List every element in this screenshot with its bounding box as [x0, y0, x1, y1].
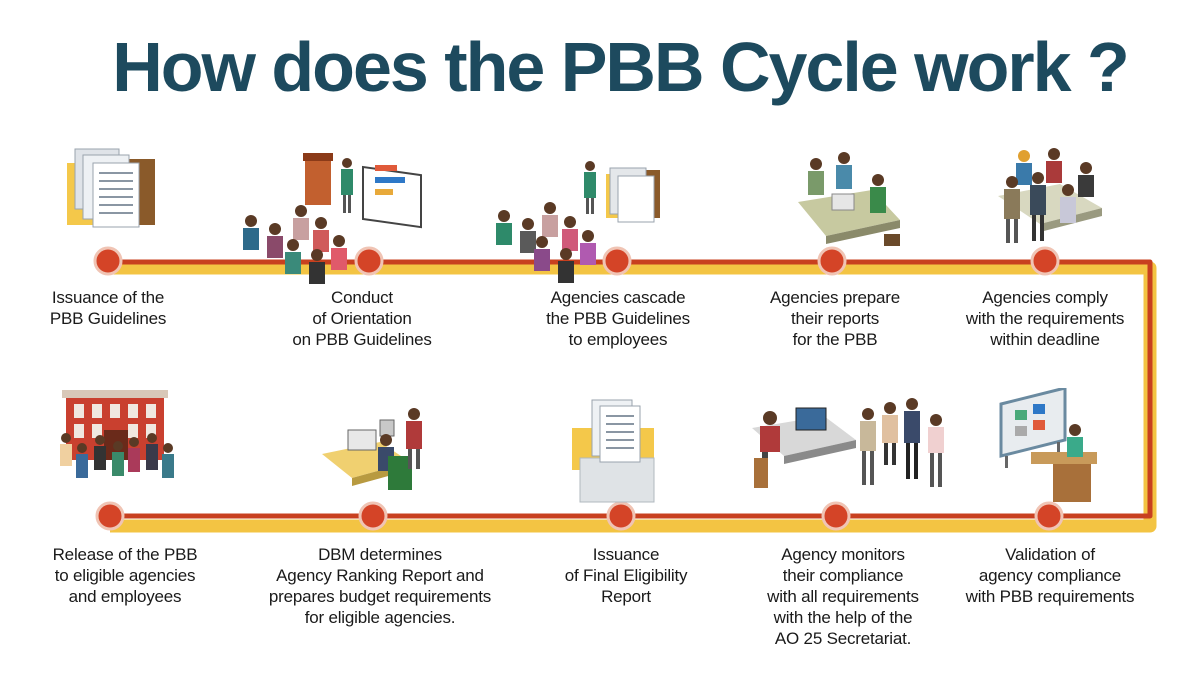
building-release-icon [60, 390, 174, 478]
step-label-monitor: Agency monitors their compliance with al… [767, 545, 919, 648]
timeline-node-3 [602, 246, 632, 276]
dbm-desk-icon [322, 408, 422, 490]
office-workers-icon [998, 148, 1102, 243]
folder-documents-icon [67, 148, 155, 228]
timeline-node-2 [354, 246, 384, 276]
timeline-node-10 [95, 501, 125, 531]
step-label-comply: Agencies comply with the requirements wi… [965, 288, 1125, 349]
timeline-node-8 [606, 501, 636, 531]
timeline-node-4 [817, 246, 847, 276]
step-label-issuance-guidelines: Issuance of the PBB Guidelines [49, 288, 167, 328]
step-label-prepare-reports: Agencies prepare their reports for the P… [769, 288, 901, 349]
timeline-node-6 [1034, 501, 1064, 531]
step-label-orientation: Conduct of Orientation on PBB Guidelines [292, 288, 432, 349]
monitoring-workstation-icon [752, 398, 944, 488]
step-label-final-report: Issuance of Final Eligibility Report [564, 545, 688, 606]
validation-board-icon [999, 388, 1097, 502]
page-title: How does the PBB Cycle work ? [112, 28, 1130, 106]
step-label-release: Release of the PBB to eligible agencies … [52, 545, 198, 606]
team-desk-icon [798, 152, 900, 246]
final-report-icon [572, 399, 655, 503]
step-label-validation: Validation of agency compliance with PBB… [965, 545, 1135, 606]
timeline-node-7 [821, 501, 851, 531]
timeline-node-1 [93, 246, 123, 276]
orientation-presentation-icon [243, 153, 422, 284]
timeline-node-9 [358, 501, 388, 531]
step-label-dbm-ranking: DBM determines Agency Ranking Report and… [268, 545, 492, 627]
step-label-cascade: Agencies cascade the PBB Guidelines to e… [546, 288, 690, 349]
cascade-meeting-icon [496, 161, 660, 283]
timeline-node-5 [1030, 246, 1060, 276]
